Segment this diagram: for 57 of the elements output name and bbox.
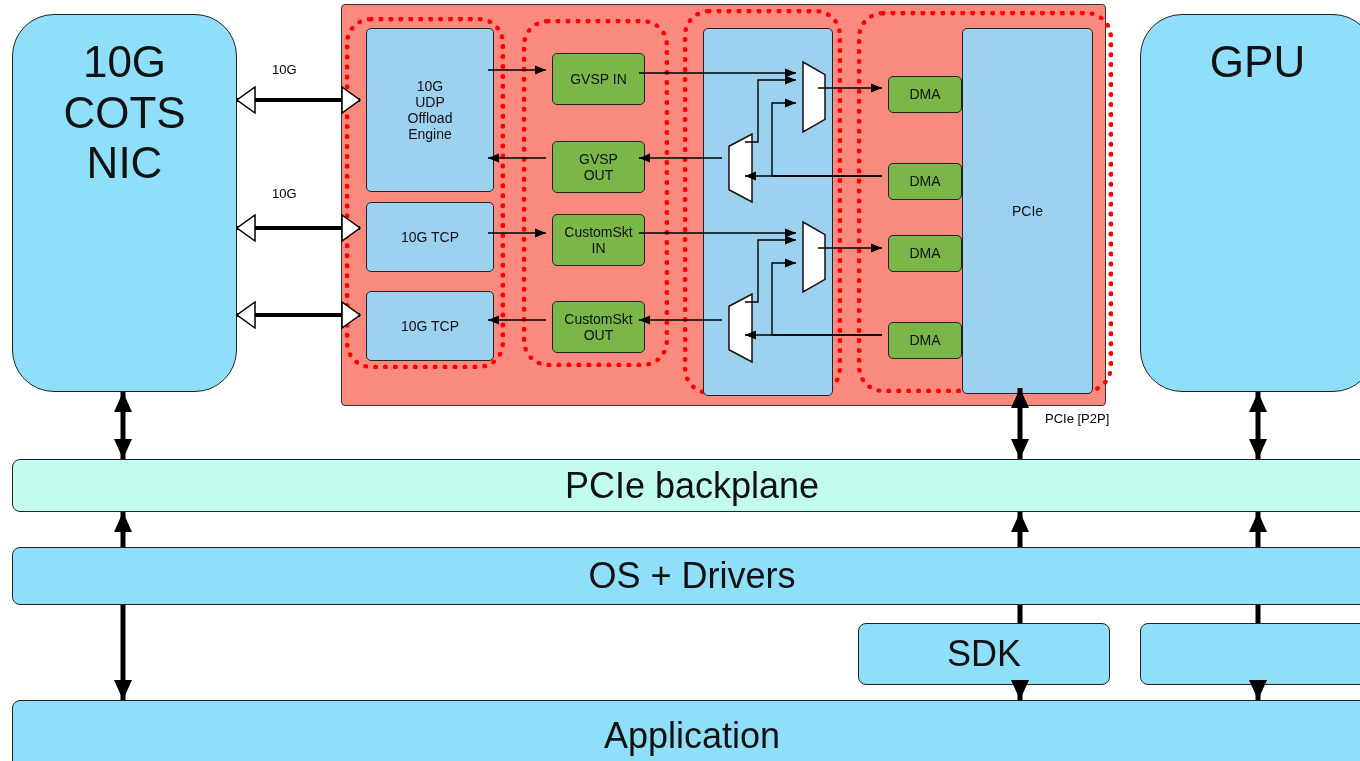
arrow (771, 258, 883, 336)
network-card-box: 10G COTS NIC (12, 14, 237, 392)
arrow (114, 512, 132, 547)
os-layer-bar: OS + Drivers (12, 547, 1360, 605)
demultiplexer-symbol (729, 294, 752, 362)
arrow (638, 153, 723, 163)
arrow (1249, 392, 1267, 459)
backplane-bar: PCIe backplane (12, 459, 1360, 512)
dotted-group-outline (683, 9, 842, 395)
edge-label: 10G (270, 186, 299, 201)
arrow (1011, 388, 1029, 459)
arrow (1249, 680, 1267, 700)
stream-block: GVSP IN (552, 53, 645, 105)
toolkit-box (1140, 623, 1360, 685)
application-bar: Application (12, 700, 1360, 761)
arrow (1011, 512, 1029, 547)
arrow (236, 301, 361, 329)
arrow (638, 228, 797, 238)
bus-block: PCIe (962, 28, 1093, 394)
arrow (638, 315, 723, 325)
gpu-box: GPU (1140, 14, 1360, 392)
arrow (638, 68, 797, 78)
demultiplexer-symbol (729, 134, 752, 202)
arrow (114, 392, 132, 459)
dma-block: DMA (888, 163, 962, 200)
protocol-box: 10G TCP (366, 202, 494, 272)
dotted-group-outline (522, 19, 669, 367)
edge-label: PCIe [P2P] (1043, 411, 1112, 426)
engine-box: 10G UDP Offload Engine (366, 28, 494, 192)
dotted-group-outline (857, 11, 1113, 393)
stream-block: GVSP OUT (552, 141, 645, 193)
arrow (1011, 680, 1029, 700)
arrow (236, 86, 361, 114)
edge-label: 10G (270, 62, 299, 77)
arrow (487, 315, 547, 325)
arrow (771, 98, 883, 177)
dma-block: DMA (888, 322, 962, 359)
arrow (487, 153, 547, 163)
arrow (487, 228, 547, 238)
arrow (487, 65, 547, 75)
multiplexer-symbol (803, 62, 825, 132)
arrow (817, 83, 883, 93)
arrow (236, 214, 361, 242)
socket-block: CustomSkt OUT (552, 301, 645, 353)
dotted-group-outline (345, 17, 505, 369)
arrow (817, 243, 883, 253)
arrow (744, 75, 797, 143)
arrow (744, 235, 797, 303)
dma-block: DMA (888, 76, 962, 113)
multiplexer-symbol (803, 222, 825, 292)
protocol-box: 10G TCP (366, 291, 494, 361)
sdk-box: SDK (858, 623, 1110, 685)
arrow (114, 605, 132, 700)
socket-block: CustomSkt IN (552, 214, 645, 266)
dma-block: DMA (888, 235, 962, 272)
arrow (1249, 512, 1267, 547)
switch-panel (703, 28, 833, 396)
